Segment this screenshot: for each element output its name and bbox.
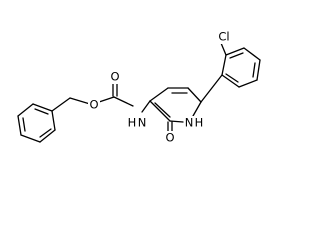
chlorine-atom-label: Cl <box>218 30 229 44</box>
bond <box>39 129 56 143</box>
ring-nitrogen-atom-label: N <box>185 116 194 130</box>
ring-nitrogen-hydrogen-label: H <box>195 116 204 130</box>
bond <box>20 134 41 143</box>
ester-oxygen-atom-label: O <box>89 98 98 112</box>
bond <box>192 101 202 117</box>
bond <box>221 74 240 88</box>
bond-inner <box>22 117 26 132</box>
bond-inner <box>34 108 49 115</box>
bond-inner <box>39 128 52 138</box>
amide-nitrogen-hydrogen-label: H <box>128 116 137 130</box>
bond-inner <box>252 62 256 78</box>
bond <box>238 79 258 88</box>
bond <box>17 103 34 117</box>
bond <box>113 96 134 107</box>
bond <box>141 100 151 113</box>
bond <box>69 97 91 105</box>
bond <box>220 42 227 56</box>
atom-labels: Cl N H O O O H N <box>88 29 238 145</box>
bond <box>187 87 202 103</box>
bond <box>17 115 22 136</box>
bond-inner <box>229 52 244 59</box>
amide-nitrogen-atom-label: N <box>138 116 147 130</box>
pyridone-oxygen-atom-label: O <box>165 131 174 145</box>
bond-inner <box>154 102 171 118</box>
bond <box>221 54 227 76</box>
bond <box>51 110 56 131</box>
bond <box>169 120 184 123</box>
bond <box>225 47 245 56</box>
bond <box>51 97 71 112</box>
bond <box>98 96 115 103</box>
chemical-structure-diagram: Cl N H O O O H N <box>17 29 261 145</box>
bond <box>149 87 169 102</box>
bond <box>243 47 261 61</box>
bond <box>256 59 261 81</box>
carbonyl-oxygen-atom-label: O <box>110 70 119 84</box>
bond-inner <box>225 73 239 83</box>
bond <box>200 74 223 103</box>
bond <box>32 103 53 112</box>
bond <box>149 100 171 122</box>
